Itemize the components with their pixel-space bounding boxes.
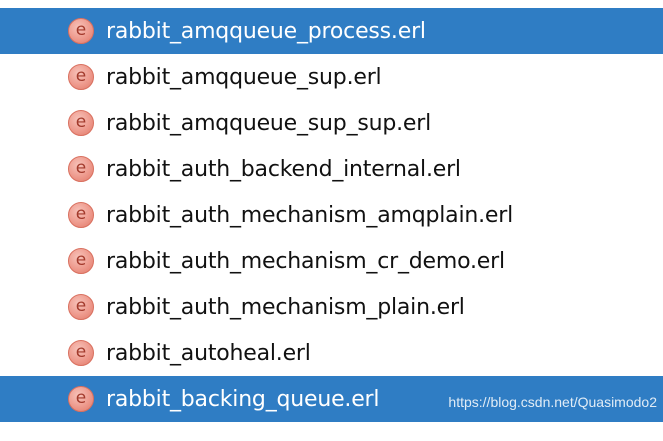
- erlang-file-icon: e: [68, 340, 94, 366]
- erlang-file-icon: e: [68, 294, 94, 320]
- icon-letter: e: [75, 65, 87, 86]
- erlang-file-icon: e: [68, 248, 94, 274]
- erlang-file-icon: e: [68, 110, 94, 136]
- file-row-7[interactable]: e rabbit_autoheal.erl: [0, 330, 663, 376]
- icon-letter: e: [75, 19, 87, 40]
- erlang-file-icon: e: [68, 202, 94, 228]
- file-name: rabbit_auth_mechanism_plain.erl: [106, 294, 465, 320]
- file-name: rabbit_amqqueue_sup.erl: [106, 64, 382, 90]
- file-name: rabbit_auth_mechanism_cr_demo.erl: [106, 248, 505, 274]
- file-name: rabbit_autoheal.erl: [106, 340, 311, 366]
- icon-letter: e: [75, 341, 87, 362]
- file-row-3[interactable]: e rabbit_auth_backend_internal.erl: [0, 146, 663, 192]
- file-row-2[interactable]: e rabbit_amqqueue_sup_sup.erl: [0, 100, 663, 146]
- erlang-file-icon: e: [68, 156, 94, 182]
- file-row-5[interactable]: e rabbit_auth_mechanism_cr_demo.erl: [0, 238, 663, 284]
- file-name: rabbit_amqqueue_sup_sup.erl: [106, 110, 432, 136]
- erlang-file-icon: e: [68, 18, 94, 44]
- file-row-1[interactable]: e rabbit_amqqueue_sup.erl: [0, 54, 663, 100]
- erlang-file-icon: e: [68, 386, 94, 412]
- icon-letter: e: [75, 249, 87, 270]
- file-row-4[interactable]: e rabbit_auth_mechanism_amqplain.erl: [0, 192, 663, 238]
- watermark: https://blog.csdn.net/Quasimodo2: [448, 394, 657, 410]
- icon-letter: e: [75, 295, 87, 316]
- file-row-8[interactable]: e rabbit_backing_queue.erl https://blog.…: [0, 376, 663, 422]
- file-name: rabbit_amqqueue_process.erl: [106, 18, 426, 44]
- file-name: rabbit_auth_mechanism_amqplain.erl: [106, 202, 513, 228]
- icon-letter: e: [75, 387, 87, 408]
- file-name: rabbit_backing_queue.erl: [106, 386, 380, 412]
- icon-letter: e: [75, 111, 87, 132]
- file-name: rabbit_auth_backend_internal.erl: [106, 156, 461, 182]
- icon-letter: e: [75, 203, 87, 224]
- icon-letter: e: [75, 157, 87, 178]
- file-row-6[interactable]: e rabbit_auth_mechanism_plain.erl: [0, 284, 663, 330]
- erlang-file-icon: e: [68, 64, 94, 90]
- file-row-0[interactable]: e rabbit_amqqueue_process.erl: [0, 8, 663, 54]
